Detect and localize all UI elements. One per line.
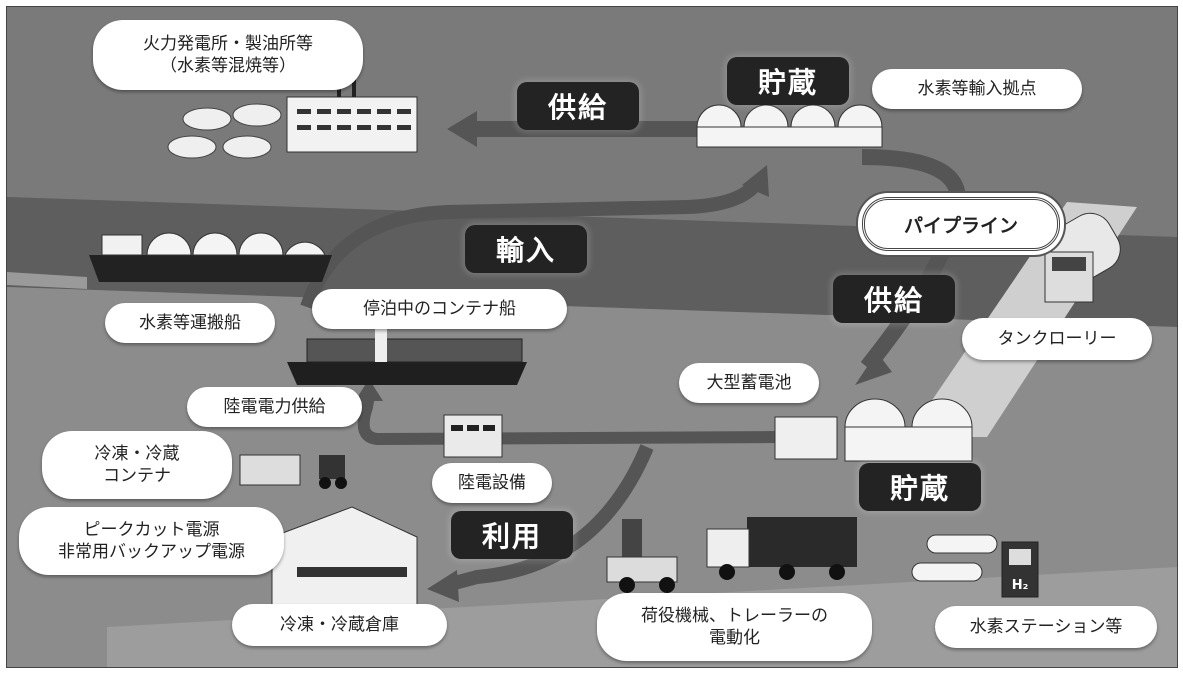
cargo-electrification-label-line1: 荷役機械、トレーラーの	[641, 606, 828, 626]
peak-cut-label: ピークカット電源 非常用バックアップ電源	[19, 507, 284, 575]
power-plant-label-line1: 火力発電所・製油所等	[143, 34, 313, 54]
use-arrow	[445, 444, 654, 592]
peak-cut-label-line2: 非常用バックアップ電源	[58, 542, 245, 562]
reefer-container-label-line2: コンテナ	[103, 466, 171, 486]
background-illustration: H₂	[7, 7, 1177, 667]
berthed-ship-label: 停泊中のコンテナ船	[312, 289, 567, 329]
stage-supply-top: 供給	[517, 82, 639, 130]
reefer-container-label-line1: 冷凍・冷蔵	[94, 444, 180, 464]
cold-warehouse-label: 冷凍・冷蔵倉庫	[232, 604, 447, 646]
import-arrow	[300, 177, 763, 310]
stage-supply-right: 供給	[833, 275, 955, 323]
tanker-truck	[1044, 212, 1121, 303]
power-plant-label-line2: （水素等混焼等）	[160, 56, 296, 76]
peak-cut-label-line1: ピークカット電源	[83, 520, 220, 540]
carrier-ship-label: 水素等運搬船	[105, 303, 275, 343]
reefer-container-label: 冷凍・冷蔵 コンテナ	[42, 431, 232, 499]
diagram-frame: H₂ 供給 貯蔵 輸入 供給 貯蔵 利用 パイプライン 火力発電所・製油所等 （…	[6, 6, 1178, 668]
h2-station-label: 水素ステーション等	[935, 606, 1157, 648]
shore-power-supply-label: 陸電電力供給	[187, 387, 362, 427]
shore-power-arrow	[357, 394, 778, 446]
stage-storage-top: 貯蔵	[727, 57, 849, 105]
h2-text: H₂	[1012, 578, 1029, 593]
cargo-electrification-label-line2: 電動化	[709, 628, 760, 648]
tank-lorry-label: タンクローリー	[962, 318, 1152, 360]
shore-power-equipment-label: 陸電設備	[432, 463, 552, 503]
stage-import: 輸入	[465, 225, 587, 273]
cargo-electrification-label: 荷役機械、トレーラーの 電動化	[597, 593, 872, 661]
stage-use: 利用	[451, 511, 573, 559]
stage-storage-bottom: 貯蔵	[859, 463, 981, 511]
power-plant-label: 火力発電所・製油所等 （水素等混焼等）	[93, 20, 363, 90]
pipeline-label: パイプライン	[862, 197, 1060, 251]
import-base-label: 水素等輸入拠点	[872, 69, 1082, 109]
large-battery-label: 大型蓄電池	[679, 363, 819, 403]
